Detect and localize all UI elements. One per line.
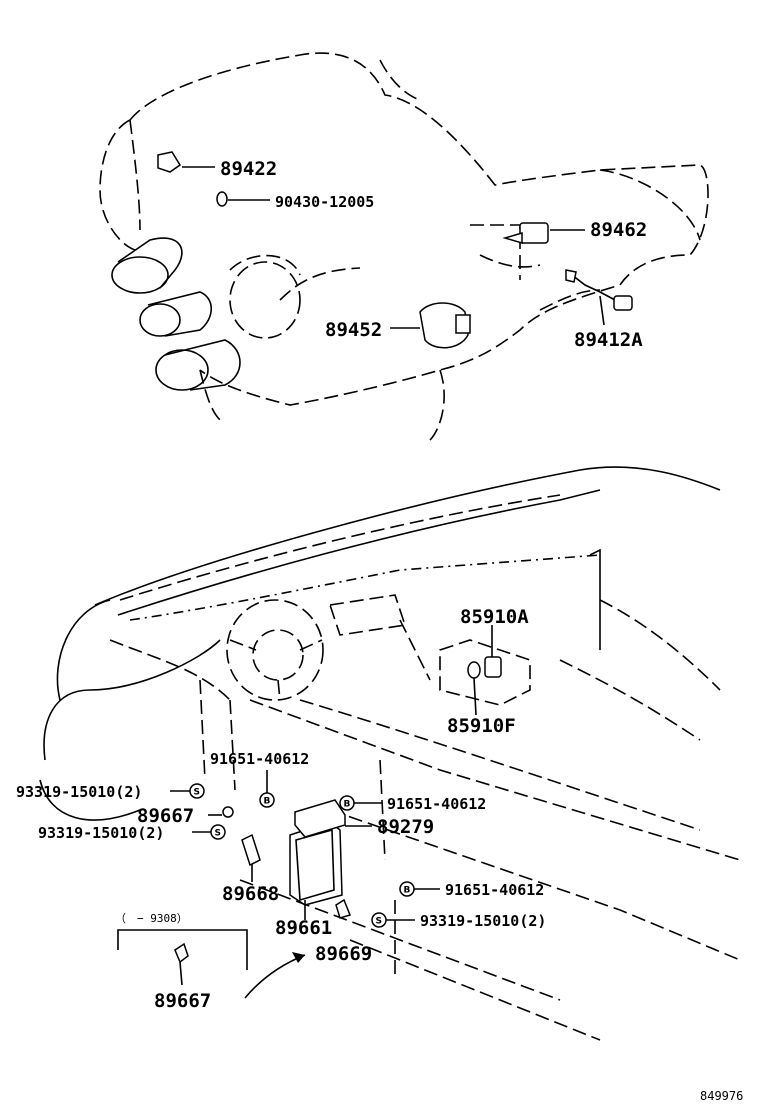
label-89669: 89669 [315,943,372,965]
sensor-89452 [390,302,471,349]
label-89661: 89661 [275,917,332,939]
label-91651-c: 91651-40612 [445,881,544,899]
svg-text:B: B [264,797,271,807]
bracket-89279 [294,799,372,838]
svg-text:S: S [376,917,382,927]
svg-text:B: B [344,800,351,810]
label-89667-b: 89667 [154,990,211,1012]
screw-symbol-3: S [371,912,387,928]
sensor-89422 [157,151,215,173]
label-85910A: 85910A [460,606,529,628]
bolt-symbol-2: B [339,795,355,811]
engine-outline [99,52,709,441]
gasket-90430 [216,191,270,207]
screw-symbol-2: S [210,824,226,840]
bolt-symbol-3: B [399,881,415,897]
relay-85910 [439,625,531,716]
label-91651-b: 91651-40612 [387,795,486,813]
diagram-id: 849976 [700,1089,743,1103]
svg-text:B: B [404,886,411,896]
label-93319-a: 93319-15010(2) [16,783,142,801]
ecu-89661 [289,821,343,920]
label-90430: 90430-12005 [275,193,374,211]
engine-pipes [111,237,301,391]
label-89462: 89462 [590,219,647,241]
label-89279: 89279 [377,816,434,838]
label-89667-a: 89667 [137,805,194,827]
svg-text:S: S [215,829,221,839]
screw-symbol-1: S [189,783,205,799]
steering-wheel [226,599,324,701]
label-89668: 89668 [222,883,279,905]
sensor-89462 [502,222,585,245]
label-89422: 89422 [220,158,277,180]
label-89452: 89452 [325,319,382,341]
bracket-89669 [335,898,352,919]
label-93319-b: 93319-15010(2) [38,824,164,842]
instrument-cluster [328,594,431,681]
grommet-89667-a [222,806,234,818]
date-range-note: （ − 9308） [115,912,188,925]
sensor-89412A [565,269,633,326]
bracket-89668 [241,833,261,882]
label-89412A: 89412A [574,329,643,351]
vehicle-body [39,466,741,1041]
label-93319-c: 93319-15010(2) [420,912,546,930]
date-range-inset: （ − 9308） [115,912,306,999]
label-85910F: 85910F [447,715,516,737]
label-91651-a: 91651-40612 [210,750,309,768]
svg-text:S: S [194,788,200,798]
bolt-symbol-1: B [259,792,275,808]
